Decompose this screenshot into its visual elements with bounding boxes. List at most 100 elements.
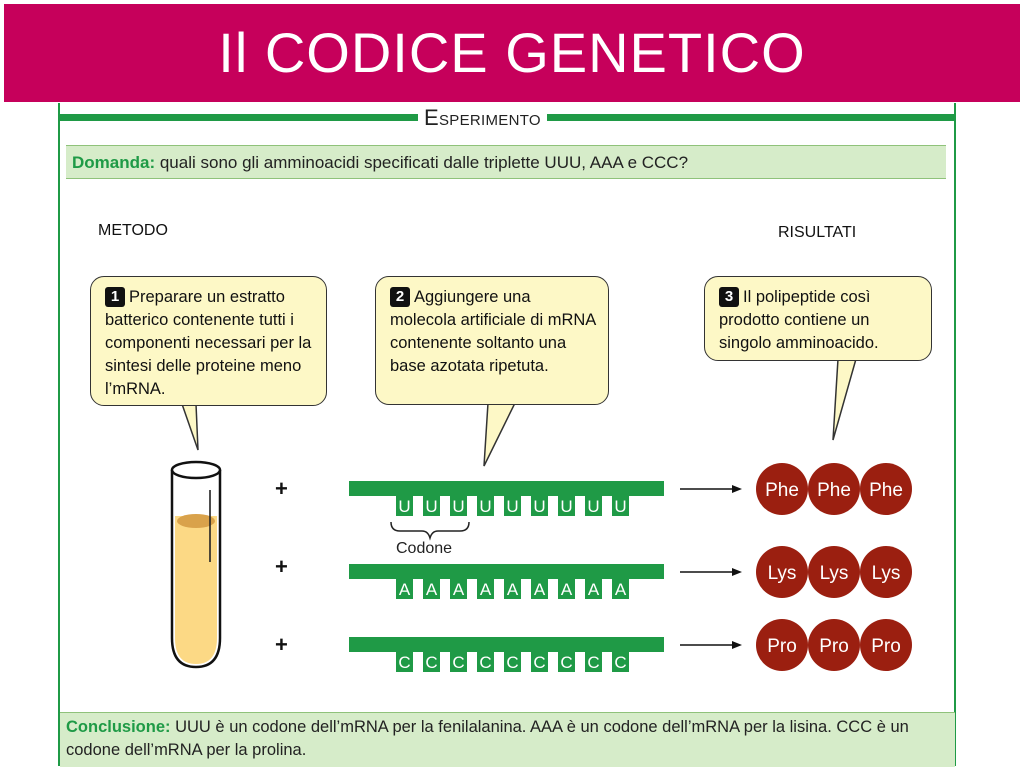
base-letter: A (399, 580, 411, 599)
base-letter: U (587, 497, 599, 516)
base-tile (531, 496, 548, 516)
amino-acid-label: Phe (817, 480, 851, 501)
amino-acid-circle (808, 619, 860, 671)
arrow-head (732, 641, 742, 649)
slide-title: Il CODICE GENETICO (218, 21, 806, 84)
arrow-head (732, 485, 742, 493)
step-number-3: 3 (719, 287, 739, 307)
conclusion-box: Conclusione: UUU è un codone dell’mRNA p… (60, 712, 955, 767)
base-letter: U (533, 497, 545, 516)
step-3-text: Il polipeptide così prodotto contiene un… (719, 288, 879, 352)
question-label: Domanda: (72, 153, 156, 172)
mrna-strand (349, 637, 664, 652)
amino-acid-circle (756, 619, 808, 671)
plus-sign-2: + (275, 554, 288, 579)
arrow-head (732, 568, 742, 576)
amino-acid-circle (860, 546, 912, 598)
base-letter: A (588, 580, 600, 599)
experiment-label: Esperimento (418, 105, 547, 131)
base-letter: U (560, 497, 572, 516)
base-tile (558, 652, 575, 672)
base-tile (585, 652, 602, 672)
base-tile (477, 496, 494, 516)
question-box: Domanda: quali sono gli amminoacidi spec… (66, 145, 946, 179)
base-tile (423, 496, 440, 516)
base-letter: C (533, 653, 545, 672)
base-tile (504, 496, 521, 516)
base-tile (585, 496, 602, 516)
base-letter: A (480, 580, 492, 599)
base-letter: C (398, 653, 410, 672)
base-tile (477, 652, 494, 672)
base-tile (396, 579, 413, 599)
question-text: quali sono gli amminoacidi specificati d… (155, 153, 689, 172)
base-letter: C (425, 653, 437, 672)
step-number-1: 1 (105, 287, 125, 307)
amino-acid-circle (756, 546, 808, 598)
base-letter: A (507, 580, 519, 599)
conclusion-text: UUU è un codone dell’mRNA per la fenilal… (66, 718, 909, 759)
base-tile (477, 579, 494, 599)
amino-acid-label: Lys (872, 563, 901, 584)
base-letter: U (479, 497, 491, 516)
amino-acid-circle (808, 546, 860, 598)
conclusion-label: Conclusione: (66, 718, 171, 736)
base-letter: U (398, 497, 410, 516)
callout-2-tail (483, 402, 517, 467)
base-tile (396, 652, 413, 672)
base-letter: C (506, 653, 518, 672)
base-letter: A (561, 580, 573, 599)
base-tile (450, 496, 467, 516)
base-letter: C (560, 653, 572, 672)
base-letter: A (615, 580, 627, 599)
base-tile (450, 579, 467, 599)
amino-acid-label: Lys (820, 563, 849, 584)
base-letter: C (452, 653, 464, 672)
amino-acid-circle (860, 463, 912, 515)
amino-acid-label: Lys (768, 563, 797, 584)
base-tile (450, 652, 467, 672)
base-letter: U (452, 497, 464, 516)
base-tile (612, 652, 629, 672)
plus-sign-1: + (275, 476, 288, 501)
base-tile (423, 579, 440, 599)
base-tile (612, 579, 629, 599)
base-letter: U (614, 497, 626, 516)
base-tile (531, 579, 548, 599)
base-tile (504, 652, 521, 672)
amino-acid-label: Phe (765, 480, 799, 501)
base-letter: U (506, 497, 518, 516)
base-tile (612, 496, 629, 516)
amino-acid-circle (756, 463, 808, 515)
step-2-text: Aggiungere una molecola artificiale di m… (390, 288, 596, 375)
amino-acid-label: Pro (819, 636, 849, 657)
callout-3-tail (832, 358, 857, 441)
method-label: METODO (98, 222, 168, 239)
base-letter: A (426, 580, 438, 599)
title-bar: Il CODICE GENETICO (4, 4, 1020, 102)
step-number-2: 2 (390, 287, 410, 307)
mrna-strand (349, 481, 664, 496)
callout-1-tail (180, 403, 199, 451)
base-tile (504, 579, 521, 599)
amino-acid-label: Pro (871, 636, 901, 657)
codon-label: Codone (396, 540, 453, 557)
base-letter: C (614, 653, 626, 672)
base-tile (396, 496, 413, 516)
base-tile (531, 652, 548, 672)
amino-acid-circle (808, 463, 860, 515)
amino-acid-label: Pro (767, 636, 797, 657)
base-tile (585, 579, 602, 599)
base-tile (558, 579, 575, 599)
base-letter: C (479, 653, 491, 672)
base-letter: A (534, 580, 546, 599)
results-label: RISULTATI (778, 224, 857, 241)
amino-acid-label: Phe (869, 480, 903, 501)
base-letter: A (453, 580, 465, 599)
experiment-frame (58, 103, 956, 766)
base-tile (558, 496, 575, 516)
